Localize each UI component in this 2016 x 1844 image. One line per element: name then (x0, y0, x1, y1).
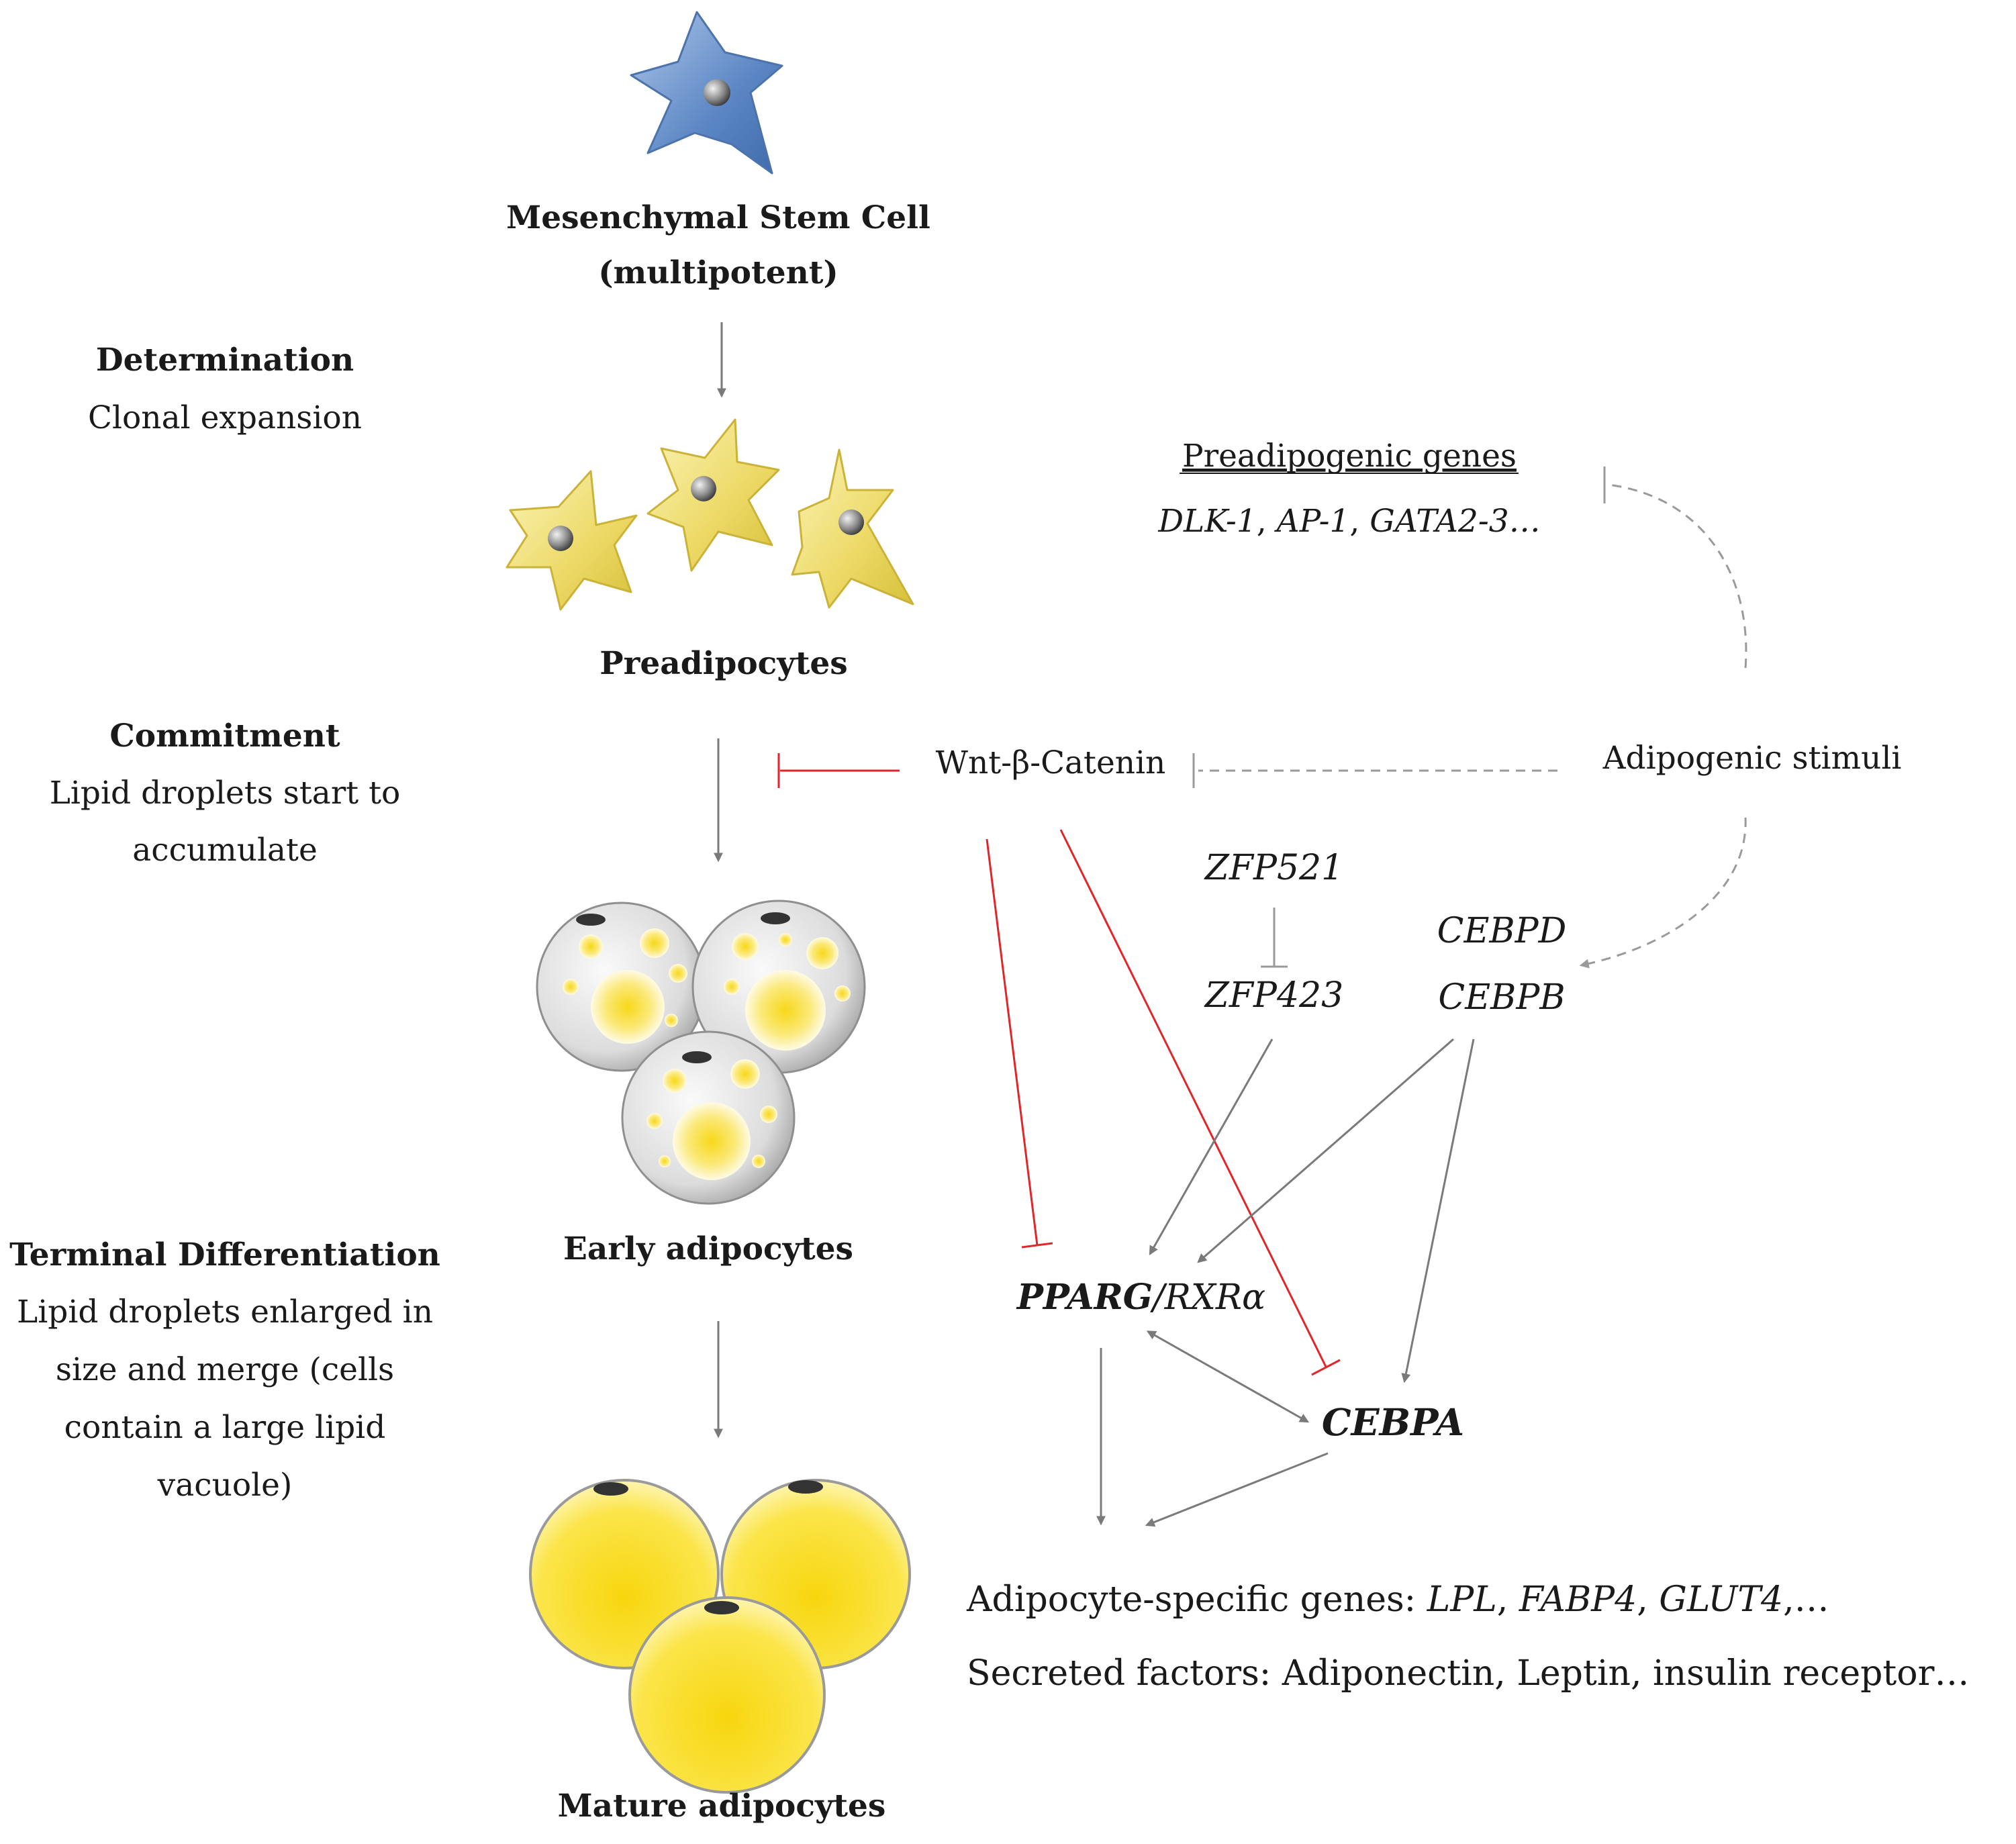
msc-sublabel: (multipotent) (598, 254, 838, 291)
mature-adipocytes-label: Mature adipocytes (558, 1788, 886, 1825)
early-adipocytes-icon (536, 900, 866, 1205)
mature-adipocytes-icon (529, 1479, 911, 1794)
dashed-stimuli-to-preadipogenic (1607, 483, 1747, 669)
cebpd-label: CEBPD (1437, 911, 1567, 951)
preadipocytes-label: Preadipocytes (599, 645, 847, 682)
secreted-factors: Secreted factors: Adiponectin, Leptin, i… (967, 1653, 1969, 1694)
cebpb-activates-pparg (1197, 1038, 1454, 1263)
inhibit-bar-pparg (1021, 1242, 1053, 1249)
early-adipocytes-label: Early adipocytes (563, 1230, 853, 1267)
zfp521-label: ZFP521 (1204, 848, 1343, 888)
wnt-beta-catenin-label: Wnt-β-Catenin (936, 744, 1166, 781)
stage-determination-title: Determination (96, 342, 354, 379)
zfp423-activates-pparg (1149, 1038, 1274, 1256)
dashed-stimuli-to-cebpb (1579, 817, 1747, 969)
stage-terminal-title: Terminal Differentiation (9, 1236, 440, 1273)
stage-terminal-line1: Lipid droplets enlarged in (17, 1294, 433, 1330)
adipogenic-stimuli-label: Adipogenic stimuli (1602, 740, 1902, 777)
msc-label: Mesenchymal Stem Cell (506, 199, 930, 236)
stage-terminal-line3: contain a large lipid (64, 1409, 386, 1446)
cebpa-label: CEBPA (1322, 1400, 1464, 1444)
wnt-inhibits-pparg (986, 838, 1039, 1246)
zfp423-label: ZFP423 (1204, 975, 1343, 1016)
preadipogenic-genes-title: Preadipogenic genes (1182, 438, 1517, 475)
preadipogenic-genes-list: DLK-1, AP-1, GATA2-3… (1157, 503, 1540, 540)
stage-commitment-line2: accumulate (132, 832, 318, 869)
cebpa-activates-target-genes (1145, 1452, 1329, 1527)
stage-terminal-line4: vacuole) (157, 1467, 293, 1504)
stage-terminal-line2: size and merge (cells (56, 1351, 394, 1388)
mesenchymal-stem-cell-icon (630, 11, 783, 175)
stage-commitment-title: Commitment (109, 718, 340, 755)
stage-commitment-line1: Lipid droplets start to (50, 775, 401, 812)
cebpb-activates-cebpa (1401, 1038, 1475, 1384)
pparg-cebpa-mutual-activation (1146, 1330, 1310, 1423)
inhibit-bar-cebpa (1311, 1359, 1341, 1376)
cebpb-label: CEBPB (1438, 977, 1565, 1018)
stage-determination-line1: Clonal expansion (88, 399, 362, 436)
adipocyte-specific-genes: Adipocyte-specific genes: LPL, FABP4, GL… (966, 1580, 1829, 1620)
wnt-inhibits-cebpa (1059, 829, 1327, 1367)
preadipocytes-icon (506, 418, 914, 611)
pparg-rxra-label: PPARG/RXRα (1016, 1277, 1265, 1318)
